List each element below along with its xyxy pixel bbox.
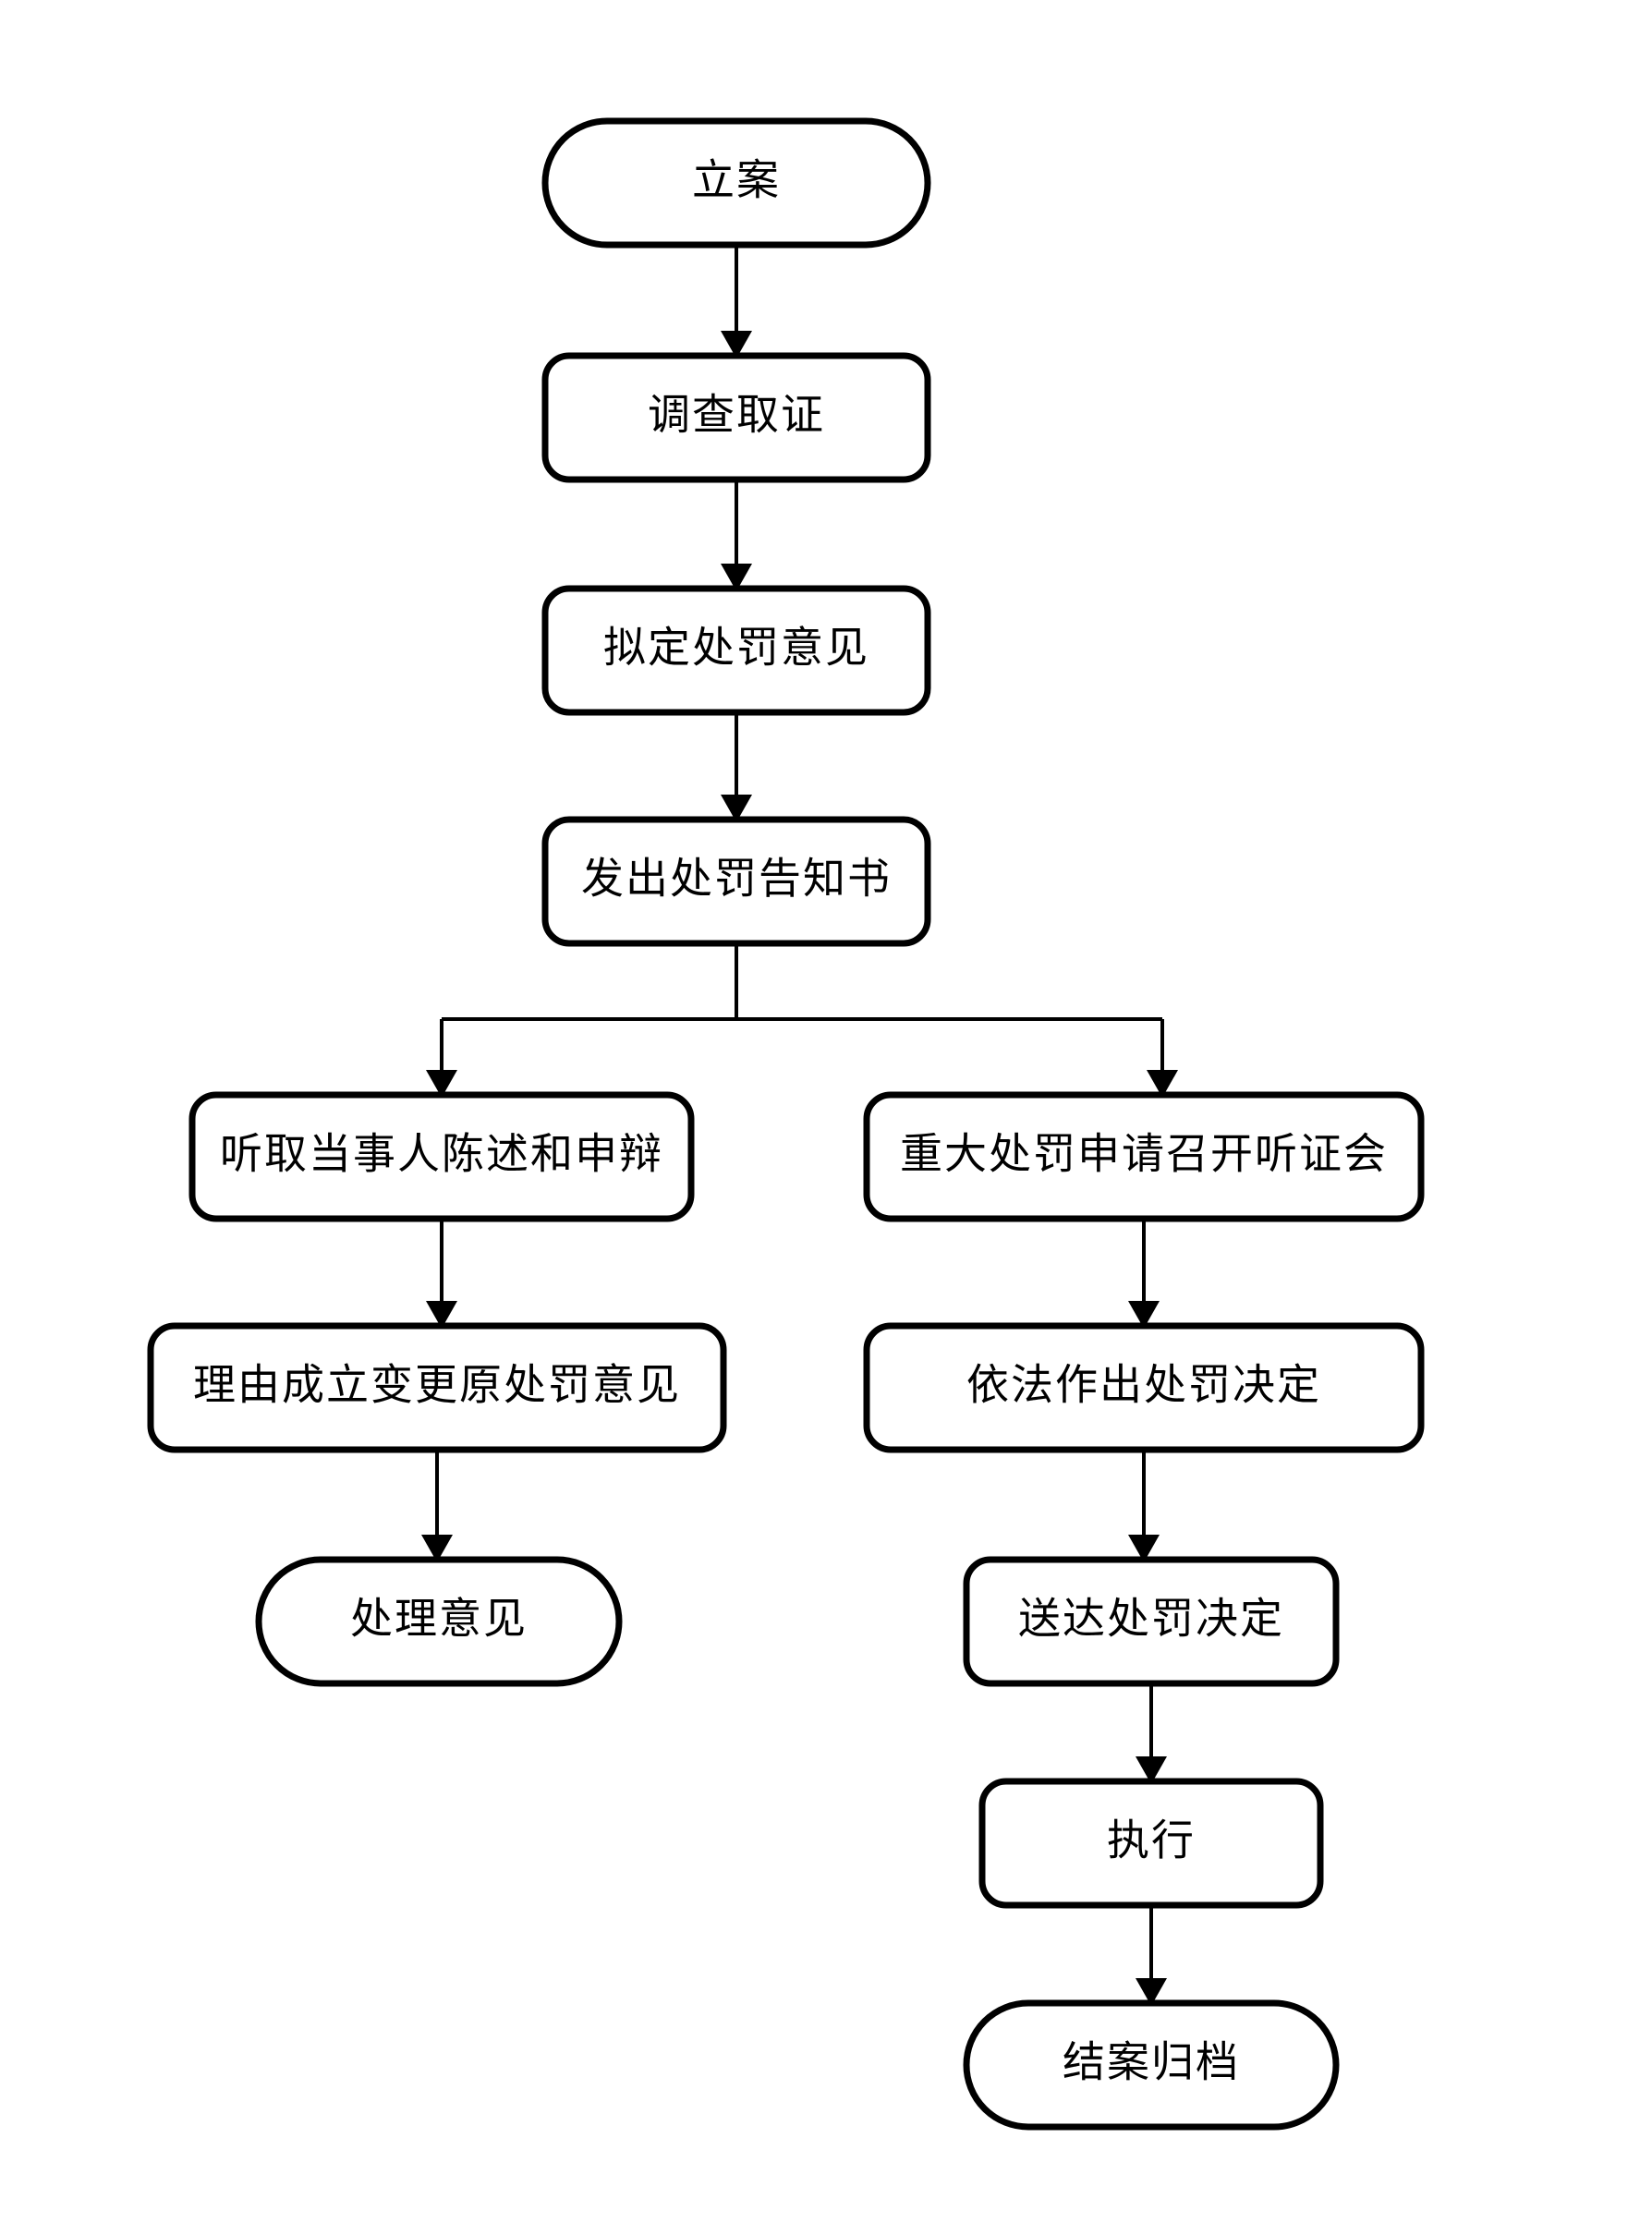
node-shape-stadium[interactable]: [541, 117, 931, 249]
edge-arrowhead: [721, 564, 752, 591]
node-shape-rounded-rect[interactable]: [963, 1556, 1340, 1687]
flow-node-n3[interactable]: 拟定处罚意见: [541, 585, 931, 716]
flow-node-n10[interactable]: 送达处罚决定: [963, 1556, 1340, 1687]
node-shape-rounded-rect[interactable]: [541, 585, 931, 716]
flow-node-n6[interactable]: 重大处罚申请召开听证会: [863, 1091, 1425, 1222]
node-shape-rounded-rect[interactable]: [541, 816, 931, 947]
node-shape-stadium[interactable]: [255, 1556, 623, 1687]
edge-arrowhead: [1128, 1535, 1160, 1562]
node-label: 立案: [692, 157, 781, 204]
node-label: 处理意见: [350, 1596, 528, 1643]
node-label: 理由成立变更原处罚意见: [193, 1362, 681, 1409]
flow-edge: [721, 245, 752, 358]
node-label: 重大处罚申请召开听证会: [900, 1131, 1388, 1178]
node-shape-rounded-rect[interactable]: [863, 1091, 1425, 1222]
edge-arrowhead: [721, 331, 752, 358]
node-label: 调查取证: [648, 392, 825, 439]
edge-arrowhead: [721, 795, 752, 822]
node-label: 送达处罚决定: [1018, 1596, 1284, 1643]
flow-node-n5[interactable]: 听取当事人陈述和申辩: [188, 1091, 695, 1222]
node-label: 依法作出处罚决定: [966, 1362, 1321, 1409]
node-label: 结案归档: [1063, 2039, 1240, 2086]
flow-node-n12[interactable]: 结案归档: [963, 1999, 1340, 2131]
flow-edge: [1136, 1683, 1167, 1784]
flow-node-n7[interactable]: 理由成立变更原处罚意见: [147, 1322, 727, 1453]
flow-edge: [1128, 1219, 1160, 1329]
node-label: 发出处罚告知书: [581, 856, 892, 903]
node-shape-rounded-rect[interactable]: [147, 1322, 727, 1453]
edge-arrowhead: [1136, 1756, 1167, 1784]
flow-node-n8[interactable]: 依法作出处罚决定: [863, 1322, 1425, 1453]
node-label: 拟定处罚意见: [603, 625, 869, 672]
flow-edge: [1128, 1450, 1160, 1562]
edge-arrowhead: [1128, 1301, 1160, 1329]
node-label: 执行: [1107, 1817, 1196, 1865]
node-shape-stadium[interactable]: [963, 1999, 1340, 2131]
edge-arrowhead: [1136, 1978, 1167, 2006]
flow-node-n2[interactable]: 调查取证: [541, 352, 931, 483]
node-shape-rounded-rect[interactable]: [541, 352, 931, 483]
flow-node-n1[interactable]: 立案: [541, 117, 931, 249]
node-label: 听取当事人陈述和申辩: [220, 1131, 663, 1178]
edges-layer: [421, 245, 1178, 2006]
node-shape-rounded-rect[interactable]: [978, 1778, 1324, 1909]
flow-edge: [735, 943, 1178, 1098]
edge-arrowhead: [1147, 1070, 1178, 1098]
flow-edge: [421, 1450, 453, 1562]
flow-edge: [1136, 1905, 1167, 2006]
node-shape-rounded-rect[interactable]: [188, 1091, 695, 1222]
flow-node-n9[interactable]: 处理意见: [255, 1556, 623, 1687]
edge-arrowhead: [426, 1070, 457, 1098]
flow-edge: [426, 1219, 457, 1329]
edge-arrowhead: [421, 1535, 453, 1562]
edge-arrowhead: [426, 1301, 457, 1329]
node-shape-rounded-rect[interactable]: [863, 1322, 1425, 1453]
flow-edge: [721, 712, 752, 822]
flow-node-n4[interactable]: 发出处罚告知书: [541, 816, 931, 947]
flow-edge: [426, 943, 738, 1098]
flow-node-n11[interactable]: 执行: [978, 1778, 1324, 1909]
flow-edge: [721, 480, 752, 591]
